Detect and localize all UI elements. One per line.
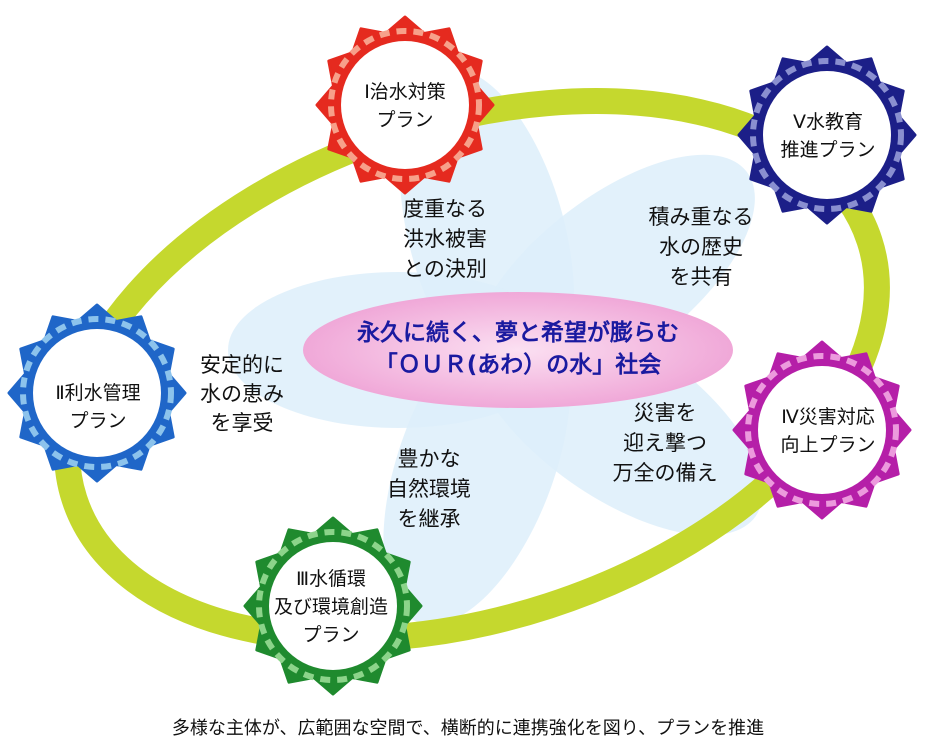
goal-flood: 度重なる 洪水被害 との決別 [370, 194, 520, 284]
plan-1-subtitle: プラン [330, 106, 480, 134]
goal-disaster: 災害を 迎え撃つ 万全の備え [590, 398, 740, 488]
plan-2-subtitle: プラン [23, 407, 173, 435]
goal-flood-line1: 度重なる [370, 194, 520, 224]
plan-3-subtitle: 及び環境創造 [256, 593, 406, 621]
goal-disaster-line1: 災害を [590, 398, 740, 428]
plan-5-label: Ⅴ水教育 推進プラン [753, 108, 903, 164]
goal-nature-line1: 豊かな [354, 444, 504, 474]
goal-flood-line2: 洪水被害 [370, 224, 520, 254]
goal-flood-line3: との決別 [370, 254, 520, 284]
plan-5-subtitle: 推進プラン [753, 136, 903, 164]
plan-3-line3: プラン [256, 621, 406, 649]
goal-disaster-line3: 万全の備え [590, 458, 740, 488]
goal-nature: 豊かな 自然環境 を継承 [354, 444, 504, 534]
plan-3-label: Ⅲ水循環 及び環境創造 プラン [256, 565, 406, 649]
plan-1-label: Ⅰ治水対策 プラン [330, 78, 480, 134]
goal-nature-line2: 自然環境 [354, 474, 504, 504]
plan-4-subtitle: 向上プラン [753, 431, 903, 459]
center-slogan-line1: 永久に続く、夢と希望が膨らむ [308, 317, 728, 349]
goal-disaster-line2: 迎え撃つ [590, 428, 740, 458]
center-slogan-line2: 「ＯＵＲ(あわ）の水」社会 [308, 349, 728, 381]
center-slogan: 永久に続く、夢と希望が膨らむ 「ＯＵＲ(あわ）の水」社会 [308, 317, 728, 381]
goal-use: 安定的に 水の恵み を享受 [167, 351, 317, 438]
goal-history-line3: を共有 [626, 262, 776, 292]
plan-4-title: Ⅳ災害対応 [753, 403, 903, 431]
plan-2-label: Ⅱ利水管理 プラン [23, 379, 173, 435]
goal-use-line2: 水の恵み [167, 380, 317, 409]
goal-use-line1: 安定的に [167, 351, 317, 380]
caption: 多様な主体が、広範囲な空間で、横断的に連携強化を図り、プランを推進 [0, 714, 936, 740]
goal-history-line1: 積み重なる [626, 202, 776, 232]
plan-4-label: Ⅳ災害対応 向上プラン [753, 403, 903, 459]
goal-nature-line3: を継承 [354, 504, 504, 534]
plan-5-title: Ⅴ水教育 [753, 108, 903, 136]
plan-3-title: Ⅲ水循環 [256, 565, 406, 593]
goal-use-line3: を享受 [167, 409, 317, 438]
plan-2-title: Ⅱ利水管理 [23, 379, 173, 407]
plan-1-title: Ⅰ治水対策 [330, 78, 480, 106]
goal-history-line2: 水の歴史 [626, 232, 776, 262]
goal-history: 積み重なる 水の歴史 を共有 [626, 202, 776, 292]
